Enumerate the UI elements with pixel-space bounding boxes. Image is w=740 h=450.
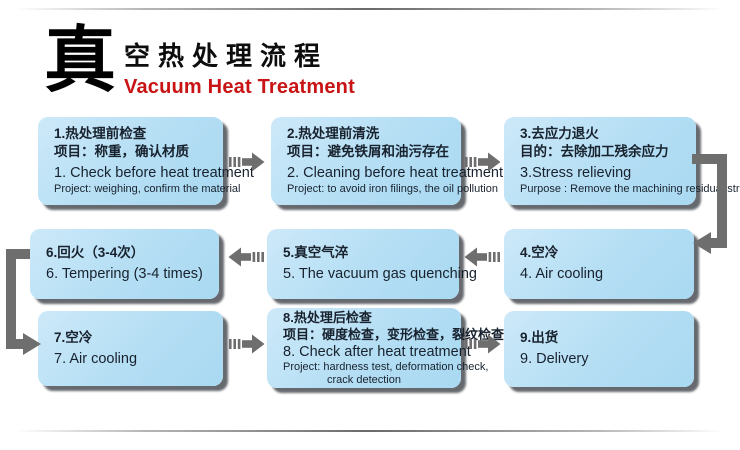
step8-en-detail: Project: hardness test, deformation chec… (283, 361, 489, 373)
step4-en-title: 4. Air cooling (520, 266, 604, 282)
step-box-1: 1.热处理前检查 项目：称重，确认材质 1. Check before heat… (38, 117, 254, 205)
flow-arrow-right-icon (465, 334, 501, 354)
step9-en-title: 9. Delivery (520, 351, 589, 367)
step-box-9: 9.出货 9. Delivery (504, 311, 694, 387)
step7-cn-title: 7.空冷 (54, 329, 93, 345)
page-title: 真 空热处理流程 Vacuum Heat Treatment (44, 24, 355, 99)
step-box-2: 2.热处理前清洗 项目：避免铁屑和油污存在 2. Cleaning before… (271, 117, 504, 205)
step2-en-detail: Project: to avoid iron filings, the oil … (287, 183, 498, 196)
step-box-7: 7.空冷 7. Air cooling (38, 311, 223, 386)
step8-cn-detail: 项目：硬度检查，变形检查，裂纹检查 (283, 326, 505, 342)
step-box-3: 3.去应力退火 目的：去除加工残余应力 3.Stress relieving P… (504, 117, 740, 205)
step2-cn-title: 2.热处理前清洗 (287, 126, 380, 142)
top-divider-line (16, 8, 724, 10)
connector-down-right-icon (2, 246, 46, 363)
step8-cn-title: 8.热处理后检查 (283, 310, 372, 325)
title-text-block: 空热处理流程 Vacuum Heat Treatment (124, 24, 355, 99)
step8-en-detail-cont: crack detection (327, 373, 401, 386)
step6-en-title: 6. Tempering (3-4 times) (46, 266, 203, 282)
step-box-6: 6.回火（3-4次） 6. Tempering (3-4 times) (30, 229, 219, 299)
step6-cn-title: 6.回火（3-4次） (46, 245, 145, 260)
step-box-4: 4.空冷 4. Air cooling (504, 229, 694, 299)
step1-cn-title: 1.热处理前检查 (54, 126, 147, 142)
connector-down-left-icon (692, 149, 740, 266)
step5-cn-title: 5.真空气淬 (283, 245, 349, 260)
step1-en-detail: Project: weighing, confirm the material (54, 183, 241, 196)
flow-arrow-right-icon (229, 334, 265, 354)
step9-cn-title: 9.出货 (520, 330, 559, 345)
flow-arrow-left-icon (464, 247, 500, 267)
title-english: Vacuum Heat Treatment (124, 76, 355, 98)
step5-en-title: 5. The vacuum gas quenching (283, 266, 478, 282)
flow-arrow-left-icon (228, 247, 264, 267)
step3-en-detail: Purpose : Remove the machining residual … (520, 183, 740, 196)
step4-cn-title: 4.空冷 (520, 245, 559, 260)
step2-en-title: 2. Cleaning before heat treatment (287, 165, 504, 182)
flow-arrow-right-icon (229, 152, 265, 172)
title-drop-cap: 真 (44, 18, 117, 102)
step7-en-title: 7. Air cooling (54, 350, 138, 367)
step3-cn-title: 3.去应力退火 (520, 126, 599, 142)
bottom-divider-line (16, 430, 724, 432)
step-box-5: 5.真空气淬 5. The vacuum gas quenching (267, 229, 478, 299)
step8-en-title: 8. Check after heat treatment (283, 344, 471, 360)
step3-en-title: 3.Stress relieving (520, 165, 632, 182)
step3-cn-detail: 目的：去除加工残余应力 (520, 144, 669, 160)
step-box-8: 8.热处理后检查 项目：硬度检查，变形检查，裂纹检查 8. Check afte… (267, 308, 505, 388)
flow-arrow-right-icon (465, 152, 501, 172)
step2-cn-detail: 项目：避免铁屑和油污存在 (287, 144, 449, 160)
step1-cn-detail: 项目：称重，确认材质 (54, 144, 189, 160)
title-chinese: 空热处理流程 (124, 41, 329, 71)
step1-en-title: 1. Check before heat treatment (54, 165, 254, 182)
